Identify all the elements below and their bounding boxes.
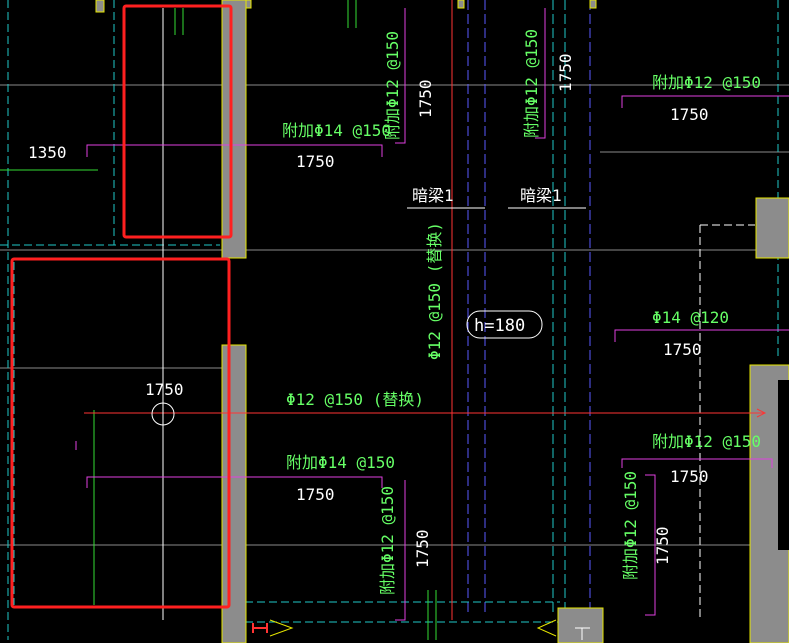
label-top-vertical-length-2: 1750 — [556, 53, 575, 92]
label-beam-2: 暗梁1 — [520, 186, 562, 205]
label-top-left-span: 1350 — [28, 143, 67, 162]
label-main-vertical-rebar: Φ12 @150 (替换) — [425, 222, 444, 360]
label-main-horizontal-rebar: Φ12 @150 (替换) — [286, 390, 424, 409]
label-bottom-vertical-rebar-1: 附加Φ12 @150 — [378, 486, 397, 595]
label-top-vertical-rebar-2: 附加Φ12 @150 — [522, 29, 541, 138]
bottom-arrows — [269, 619, 590, 640]
label-beam-1: 暗梁1 — [412, 186, 454, 205]
label-left-lower-rebar: 附加Φ14 @150 — [286, 453, 395, 472]
white-lines — [151, 8, 586, 620]
label-left-upper-length: 1750 — [296, 152, 335, 171]
label-slab-thickness: h=180 — [474, 316, 525, 336]
label-top-vertical-rebar-1: 附加Φ12 @150 — [383, 31, 402, 140]
rebar-lines — [75, 8, 789, 621]
wall-opening-right — [778, 380, 789, 550]
bottom-markers — [252, 623, 268, 633]
label-right-top-rebar: 附加Φ12 @150 — [652, 73, 761, 92]
highlight-boxes — [10, 4, 233, 609]
annotation-texts: 1350 附加Φ14 @150 1750 1750 Φ12 @150 (替换) … — [28, 29, 761, 595]
label-right-lower-length: 1750 — [670, 467, 709, 486]
label-left-lower-length: 1750 — [296, 485, 335, 504]
label-bottom-vertical-length-1: 1750 — [413, 529, 432, 568]
label-right-lower-rebar: 附加Φ12 @150 — [652, 432, 761, 451]
green-lines — [0, 0, 437, 640]
grid-lines — [0, 84, 789, 546]
label-center-lower-dim: 1750 — [145, 380, 184, 399]
label-right-top-length: 1750 — [670, 105, 709, 124]
label-right-mid-length: 1750 — [663, 340, 702, 359]
axis-lines — [84, 0, 767, 620]
label-bottom-vertical-length-2: 1750 — [653, 526, 672, 565]
label-bottom-vertical-rebar-2: 附加Φ12 @150 — [621, 471, 640, 580]
label-top-vertical-length-1: 1750 — [416, 79, 435, 118]
label-left-upper-rebar: 附加Φ14 @150 — [282, 121, 391, 140]
label-right-mid-rebar: Φ14 @120 — [652, 308, 729, 327]
